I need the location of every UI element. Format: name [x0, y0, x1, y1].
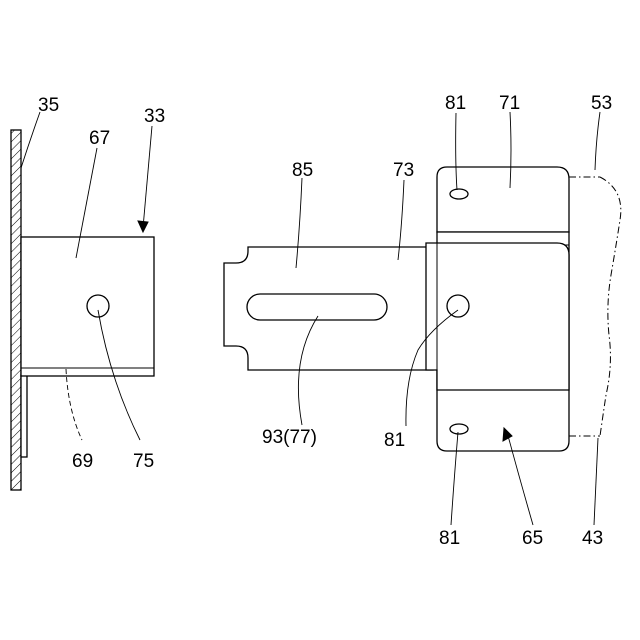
slide-plate-73 — [224, 247, 433, 370]
bracket-33 — [21, 237, 154, 376]
mounting-flange — [21, 375, 27, 457]
label-67: 67 — [89, 128, 110, 149]
hole-81-top — [450, 189, 468, 199]
leader-71 — [510, 112, 511, 188]
label-43: 43 — [582, 528, 603, 549]
wall-panel-35 — [11, 130, 21, 490]
label-65: 65 — [522, 528, 543, 549]
leader-33 — [143, 126, 152, 228]
upper-plate-71 — [437, 167, 569, 232]
label-75: 75 — [133, 451, 154, 472]
label-69: 69 — [72, 451, 93, 472]
hole-81-bottom — [450, 424, 468, 434]
slot-93 — [247, 294, 387, 320]
label-35: 35 — [38, 95, 59, 116]
member-53-43-outline — [569, 177, 621, 436]
leader-43 — [594, 438, 598, 525]
arrow-33 — [138, 221, 148, 232]
leader-69 — [66, 369, 82, 440]
label-93-77: 93(77) — [262, 427, 317, 448]
hole-81-middle — [447, 295, 469, 317]
label-81-middle: 81 — [384, 430, 405, 451]
label-81-bottom: 81 — [439, 528, 460, 549]
label-81-top: 81 — [445, 93, 466, 114]
label-33: 33 — [144, 106, 165, 127]
label-73: 73 — [393, 160, 414, 181]
leader-35 — [21, 112, 40, 168]
leader-53 — [595, 112, 600, 170]
label-71: 71 — [499, 93, 520, 114]
bracket-hole-75 — [87, 295, 109, 317]
label-53: 53 — [591, 93, 612, 114]
clamp-plate — [426, 243, 569, 390]
label-85: 85 — [292, 160, 313, 181]
